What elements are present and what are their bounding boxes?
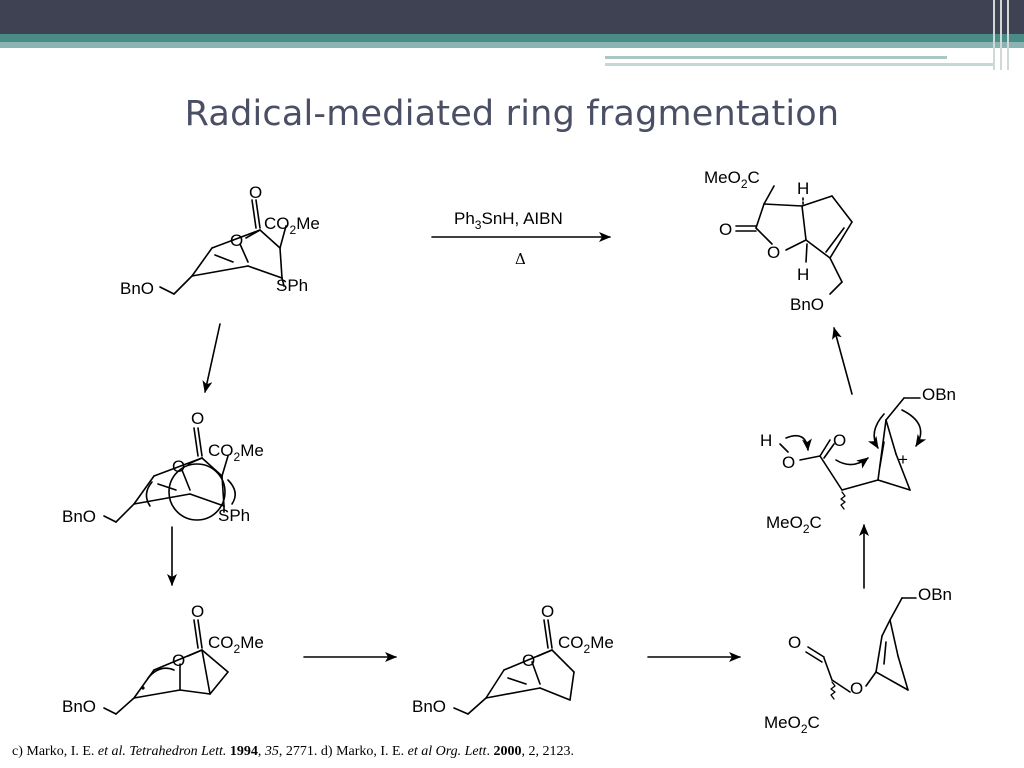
atom-label: BnO (120, 279, 154, 298)
atom-label: CO2Me (208, 633, 264, 656)
header-vertical-line (1000, 0, 1002, 70)
curly-arrow (785, 434, 812, 451)
molecule-product-bicyclic-lactone (735, 185, 853, 295)
atom-label: SPh (218, 506, 250, 525)
atom-label: MeO2C (764, 713, 820, 736)
atom-label: MeO2C (704, 168, 760, 191)
molecule-carboxylate-cation-labels: H O O OBn + MeO2C (760, 385, 956, 536)
atom-label: O (541, 602, 554, 621)
curly-arrow (901, 409, 927, 447)
atom-label: BnO (790, 295, 824, 314)
atom-label: CO2Me (558, 633, 614, 656)
reaction-arrow (832, 327, 853, 395)
molecule-rearranged-radical-labels: O O CO2Me BnO (412, 602, 614, 716)
heat-symbol: Δ (515, 250, 526, 268)
molecule-cyclopropyl-intermediate-labels: O O CO2Me BnO (62, 602, 264, 716)
atom-label: H (760, 431, 772, 450)
header-vertical-line (1007, 0, 1009, 70)
atom-label: O (788, 633, 801, 652)
atom-label: O (172, 651, 185, 670)
atom-label: BnO (62, 507, 96, 526)
atom-label: MeO2C (766, 513, 822, 536)
molecule-starting-lactone-labels: O O CO2Me SPh BnO (120, 183, 320, 298)
curly-arrow (835, 457, 869, 469)
atom-label: O (230, 231, 243, 250)
atom-label: SPh (276, 276, 308, 295)
atom-label: OBn (922, 385, 956, 404)
atom-label: O (767, 243, 780, 262)
header-accent-line (605, 63, 995, 66)
header-accent-line (605, 56, 947, 59)
atom-label: O (172, 457, 185, 476)
atom-label: BnO (62, 697, 96, 716)
molecule-cyclopropyl-intermediate (103, 619, 229, 715)
molecule-radical-intermediate (103, 427, 236, 523)
atom-label: O (833, 431, 846, 450)
atom-label: H (797, 179, 809, 198)
atom-label: O (249, 183, 262, 202)
atom-label: O (719, 220, 732, 239)
slide-title: Radical-mediated ring fragmentation (184, 94, 840, 134)
atom-label: O (522, 651, 535, 670)
header-light-band (0, 42, 1024, 48)
molecule-starting-lactone (159, 199, 287, 295)
header-teal-band (0, 34, 1024, 42)
molecule-radical-intermediate-labels: O O CO2Me SPh BnO (62, 409, 264, 526)
header-vertical-line (993, 0, 995, 70)
molecule-rearranged-radical (453, 619, 575, 715)
atom-label: O (191, 409, 204, 428)
cation-charge: + (898, 450, 908, 469)
atom-label: H (797, 265, 809, 284)
molecule-carboxylate-cation (779, 397, 921, 510)
atom-label: O (782, 453, 795, 472)
header-dark-bar (0, 0, 1024, 34)
atom-label: O (191, 602, 204, 621)
atom-label: BnO (412, 697, 446, 716)
atom-label: CO2Me (264, 214, 320, 237)
molecule-lactone-cyclopentene (805, 597, 917, 700)
molecule-product-labels: MeO2C H O O H BnO (704, 168, 824, 314)
reagent-label: Ph3SnH, AIBN (454, 209, 563, 232)
atom-label: OBn (918, 585, 952, 604)
curly-arrow (867, 413, 885, 449)
atom-label: CO2Me (208, 441, 264, 464)
atom-label: O (850, 679, 863, 698)
molecule-lactone-cyclopentene-labels: O O OBn MeO2C (764, 585, 952, 736)
radical-dot (141, 686, 145, 690)
reaction-arrow (202, 323, 221, 393)
reference-citation: c) Marko, I. E. et al. Tetrahedron Lett.… (12, 744, 574, 759)
